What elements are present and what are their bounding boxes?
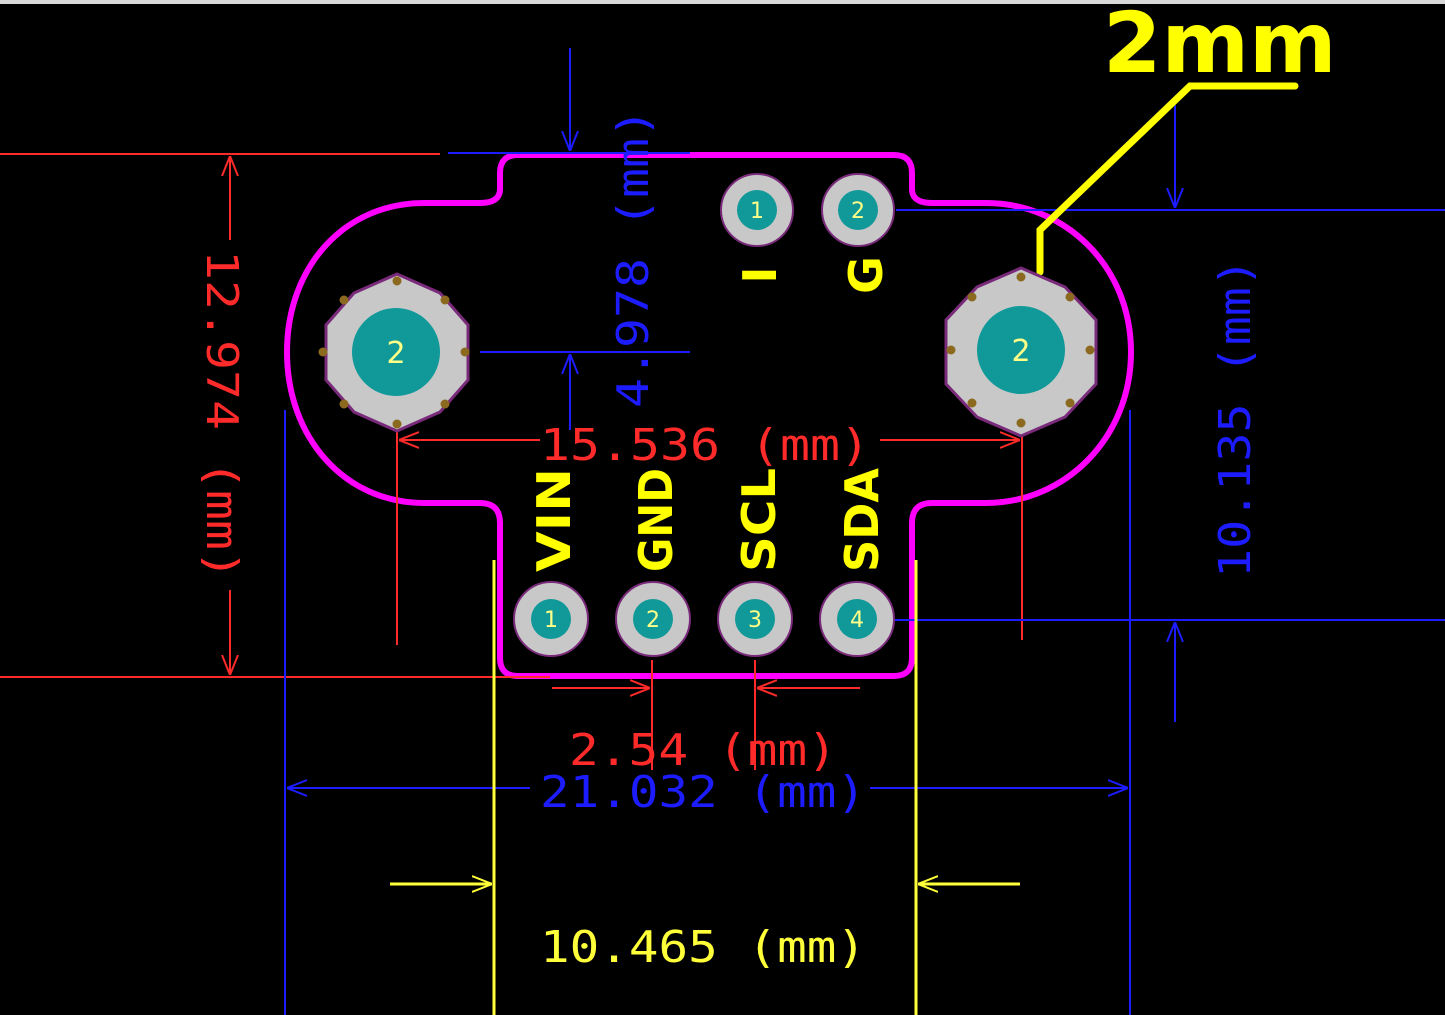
top-pad-1-number: 1 [750, 199, 764, 224]
bottom-pad-3: 3 [717, 581, 793, 657]
mount-hole-left: 2 [318, 272, 470, 433]
mount-right-number: 2 [1011, 334, 1030, 369]
mount-hole-right: 2 [944, 266, 1098, 438]
bottom-pad-2: 2 [615, 581, 691, 657]
bottom-pad-1: 1 [513, 581, 589, 657]
pin-label-gnd: GND [629, 468, 683, 572]
dim-mount-spacing: 15.536 (mm) [540, 420, 870, 471]
callout-leader [1036, 82, 1299, 276]
pin-label-vin: VIN [527, 468, 581, 572]
dim-neck-width: 10.465 (mm) [540, 922, 866, 973]
top-pad-2-number: 2 [851, 199, 865, 224]
yellow-dimension-lines [390, 560, 1020, 1015]
dim-height-total: 12.974 (mm) [196, 250, 247, 580]
dim-pin-pitch: 2.54 (mm) [569, 725, 837, 776]
dim-width-total: 21.032 (mm) [540, 767, 866, 818]
top-pad-2-label: G [839, 256, 893, 294]
bottom-pad-4: 4 [819, 581, 895, 657]
red-dimension-lines [0, 153, 1023, 770]
bottom-pad-1-number: 1 [544, 608, 558, 633]
pin-label-sda: SDA [835, 468, 889, 572]
callout-label: 2mm [1103, 0, 1337, 92]
top-pad-1-label: I [733, 266, 787, 283]
bottom-pad-2-number: 2 [646, 608, 660, 633]
top-pad-2: 2 [821, 173, 895, 247]
bottom-pad-4-number: 4 [850, 608, 864, 633]
pin-label-scl: SCL [732, 468, 786, 572]
mount-left-number: 2 [386, 336, 405, 371]
bottom-pad-3-number: 3 [748, 608, 762, 633]
top-pad-1: 1 [720, 173, 794, 247]
dim-top-notch: 4.978 (mm) [608, 108, 659, 408]
blue-dimension-lines [284, 48, 1445, 1015]
dim-right-offset: 10.135 (mm) [1210, 258, 1261, 578]
